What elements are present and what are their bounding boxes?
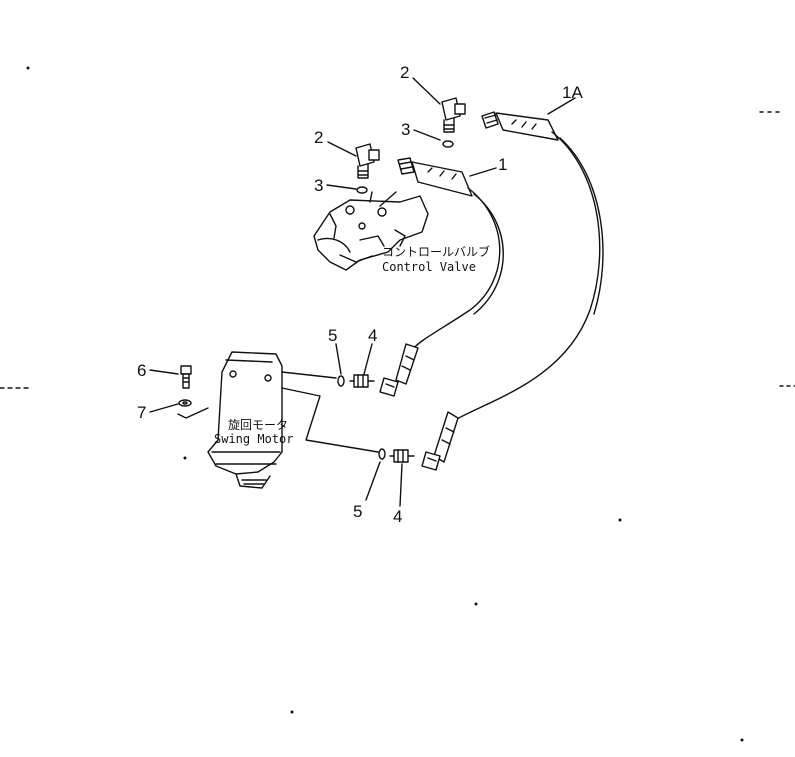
- elbow-fitting-top: [441, 97, 466, 133]
- scan-marks: [0, 66, 795, 742]
- hose-1: [379, 157, 504, 397]
- swing-motor: [207, 351, 379, 489]
- swing-motor-label-en: Swing Motor: [214, 432, 293, 446]
- o-ring-lower: [378, 448, 386, 460]
- callout-2-mid: 2: [314, 128, 323, 147]
- callout-1a: 1A: [562, 83, 583, 102]
- callout-4-upper: 4: [368, 326, 377, 345]
- control-valve-label-jp: コントロールバルブ: [382, 244, 490, 259]
- connector-upper: [349, 374, 375, 388]
- hose-1a: [421, 111, 604, 471]
- control-valve: [313, 191, 429, 271]
- o-ring-upper: [337, 375, 345, 387]
- washer: [178, 399, 192, 407]
- bolt: [180, 365, 192, 389]
- elbow-fitting-mid: [355, 143, 380, 179]
- connector-lower: [389, 449, 415, 463]
- mount-line: [177, 407, 209, 419]
- callout-4-lower: 4: [393, 507, 402, 526]
- leader-lines: [149, 77, 576, 507]
- callout-5-lower: 5: [353, 502, 362, 521]
- callout-6: 6: [137, 361, 146, 380]
- callout-3-top: 3: [401, 120, 410, 139]
- callout-3-mid: 3: [314, 176, 323, 195]
- control-valve-label-en: Control Valve: [382, 260, 476, 274]
- callout-7: 7: [137, 403, 146, 422]
- o-ring-top: [442, 140, 454, 148]
- swing-motor-label-jp: 旋回モータ: [228, 418, 288, 432]
- o-ring-mid: [356, 186, 368, 194]
- callout-2-top: 2: [400, 63, 409, 82]
- callout-5-upper: 5: [328, 326, 337, 345]
- callout-1: 1: [498, 155, 507, 174]
